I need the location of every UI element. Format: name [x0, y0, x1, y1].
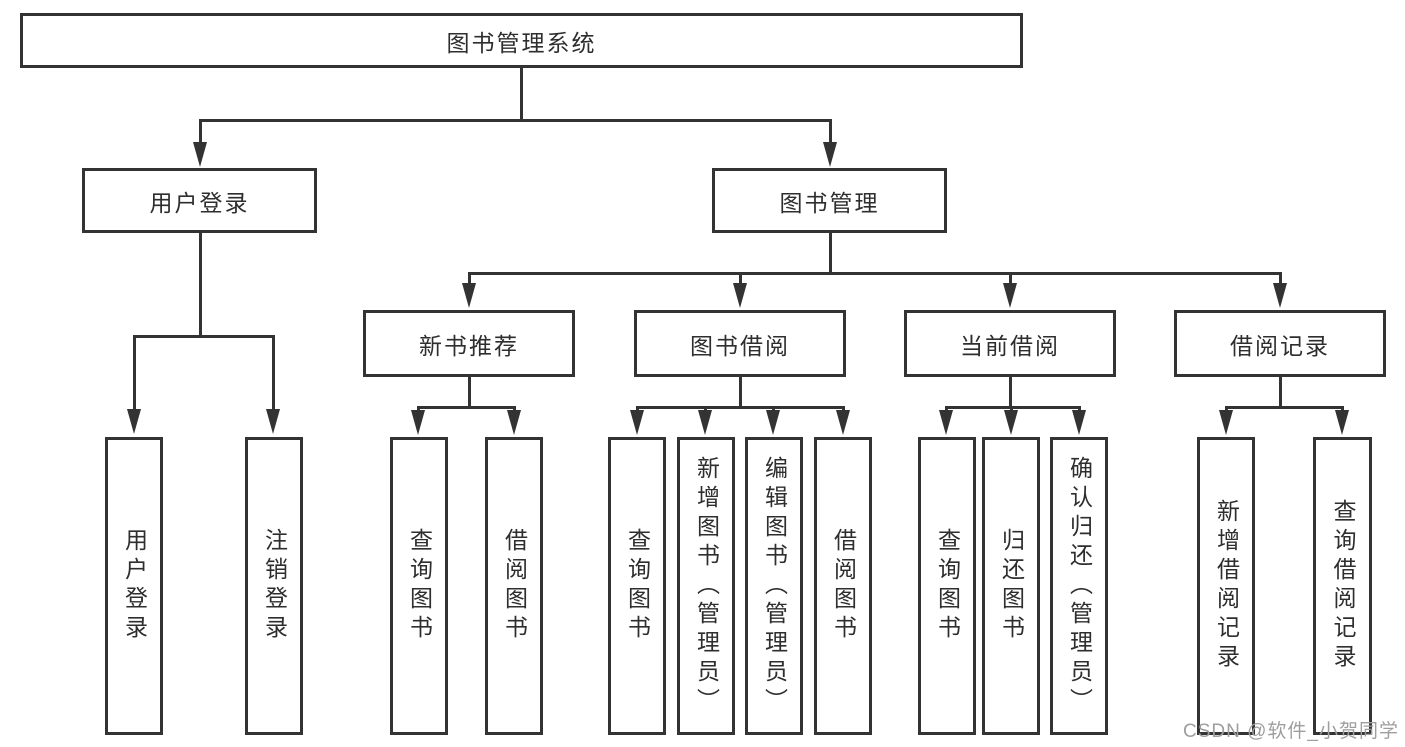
- node-root: 图书管理系统: [20, 13, 1023, 68]
- down-arrow: [507, 406, 521, 435]
- down-arrow: [411, 406, 425, 435]
- connector-line: [738, 377, 742, 408]
- connector-line: [1008, 377, 1012, 408]
- connector-line: [1224, 406, 1344, 409]
- down-arrow: [266, 335, 280, 434]
- connector-line: [519, 68, 523, 121]
- leaf-query-books-borrow: 查询图书: [608, 437, 666, 735]
- node-current-borrowing: 当前借阅: [904, 310, 1116, 377]
- down-arrow: [698, 406, 712, 435]
- down-arrow: [462, 272, 476, 308]
- leaf-add-books-admin: 新增图书（管理员）: [677, 437, 735, 735]
- connector-line: [416, 406, 516, 409]
- down-arrow: [1072, 406, 1086, 435]
- node-borrowing-records: 借阅记录: [1174, 310, 1386, 377]
- down-arrow: [836, 406, 850, 435]
- connector-line: [635, 406, 845, 409]
- leaf-edit-books-admin: 编辑图书（管理员）: [745, 437, 803, 735]
- connector-line: [198, 119, 832, 122]
- down-arrow: [733, 272, 747, 308]
- node-new-book-recommendation: 新书推荐: [363, 310, 575, 377]
- down-arrow: [939, 406, 953, 435]
- down-arrow: [823, 119, 837, 167]
- leaf-user-login: 用户登录: [105, 437, 163, 735]
- node-book-management: 图书管理: [712, 168, 947, 233]
- down-arrow: [1335, 406, 1349, 435]
- node-user-login: 用户登录: [82, 168, 317, 233]
- connector-line: [828, 233, 832, 274]
- csdn-watermark: CSDN @软件_小贺同学: [1183, 721, 1399, 742]
- down-arrow: [127, 335, 141, 434]
- connector-line: [1278, 377, 1282, 408]
- leaf-add-borrow-record: 新增借阅记录: [1197, 437, 1255, 735]
- leaf-return-books: 归还图书: [982, 437, 1040, 735]
- connector-line: [467, 377, 471, 408]
- connector-line: [944, 406, 1081, 409]
- leaf-query-books-recommend: 查询图书: [390, 437, 448, 735]
- leaf-confirm-return-admin: 确认归还（管理员）: [1050, 437, 1108, 735]
- leaf-query-books-current: 查询图书: [918, 437, 976, 735]
- down-arrow: [1003, 272, 1017, 308]
- connector-line: [198, 233, 202, 337]
- down-arrow: [1273, 272, 1287, 308]
- leaf-logout: 注销登录: [245, 437, 303, 735]
- down-arrow: [1004, 406, 1018, 435]
- leaf-query-borrow-record: 查询借阅记录: [1313, 437, 1372, 735]
- node-book-borrowing: 图书借阅: [634, 310, 846, 377]
- down-arrow: [766, 406, 780, 435]
- leaf-borrow-books: 借阅图书: [814, 437, 872, 735]
- down-arrow: [193, 119, 207, 167]
- connector-line: [467, 272, 1282, 275]
- down-arrow: [630, 406, 644, 435]
- connector-line: [132, 335, 275, 338]
- down-arrow: [1219, 406, 1233, 435]
- leaf-borrow-books-recommend: 借阅图书: [485, 437, 543, 735]
